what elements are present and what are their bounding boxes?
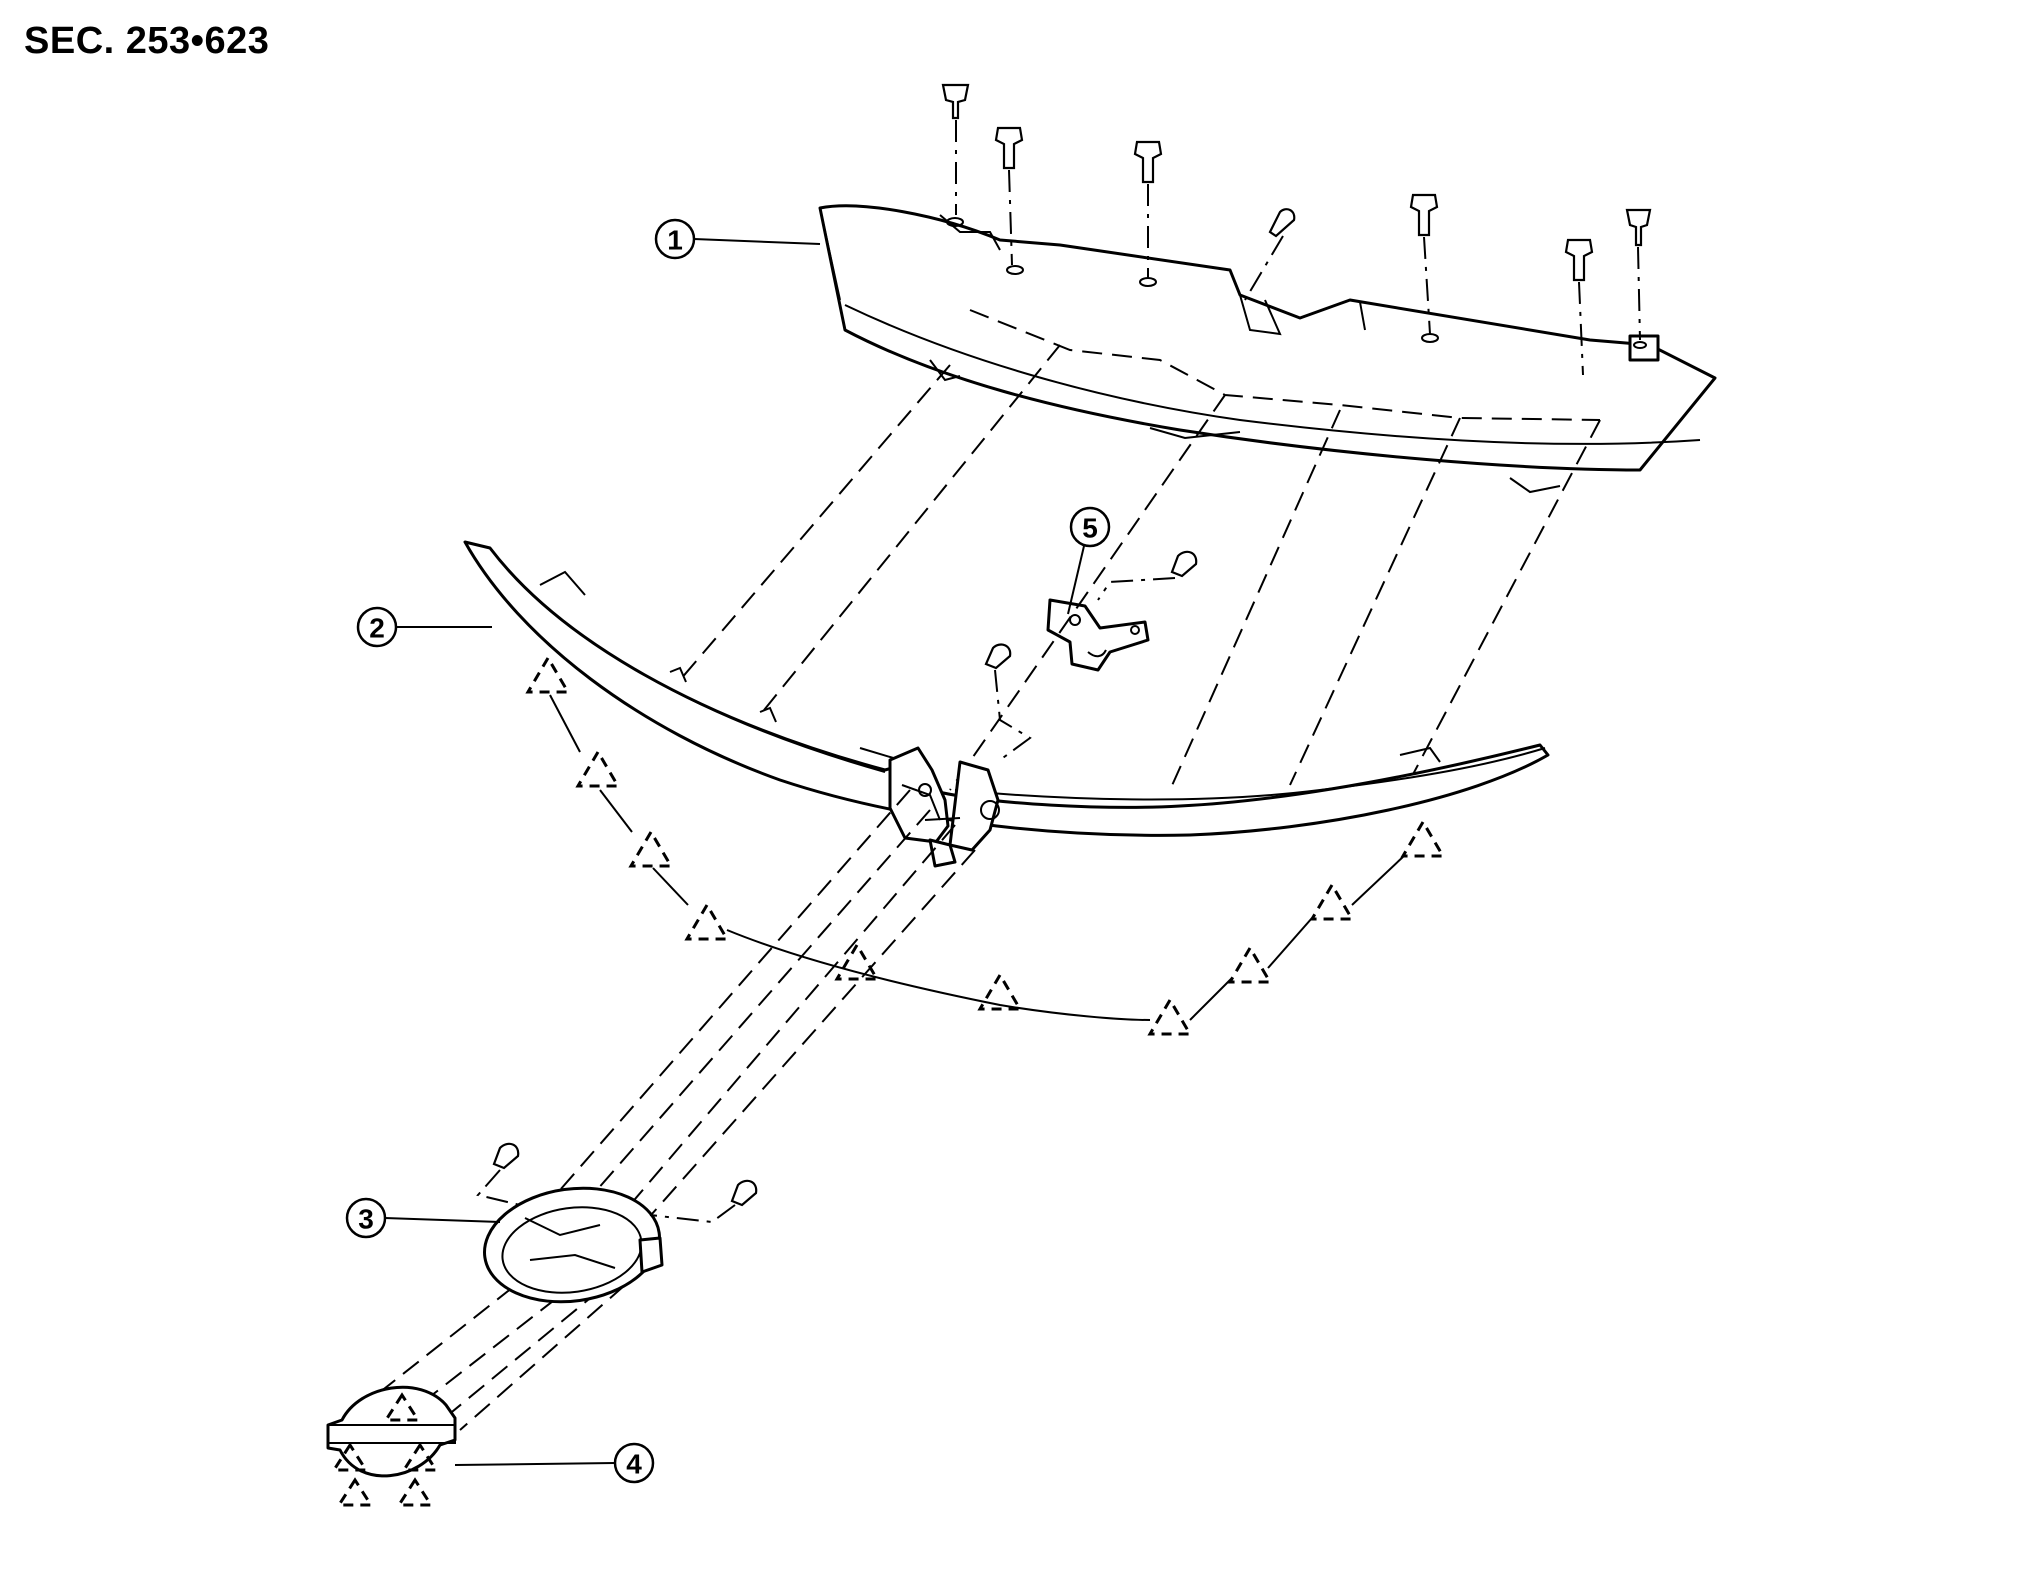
section-title: SEC. 253•623 <box>24 20 270 62</box>
dashed-triangle-icon <box>1400 819 1446 858</box>
screw-icon <box>1170 550 1198 578</box>
dashed-triangle-icon <box>575 749 621 788</box>
leader-line-1 <box>693 238 821 245</box>
bolt-icon <box>994 126 1024 170</box>
dashed-triangle-icon <box>834 942 880 981</box>
dashed-triangle-icon <box>684 902 730 941</box>
dashed-triangle-icon <box>1309 882 1355 921</box>
callout-3-circle <box>345 1197 387 1239</box>
leader-line-4 <box>454 1462 616 1466</box>
dashed-triangle-icon <box>525 655 571 694</box>
clip-icon <box>1625 208 1652 247</box>
callout-1-circle <box>654 218 696 260</box>
part-3-emblem-housing <box>476 1142 758 1304</box>
dashed-triangle-icon <box>383 1392 421 1422</box>
dashed-triangle-icon <box>1147 997 1193 1036</box>
screw-icon <box>1268 208 1296 238</box>
fasteners-upper <box>941 83 1652 376</box>
callout-4: 4 <box>626 1449 642 1480</box>
dashed-triangle-icon <box>1227 945 1273 984</box>
dashed-triangle-icon <box>401 1442 439 1472</box>
dashed-triangle-icon <box>336 1477 374 1507</box>
part-4-emblem <box>326 1385 457 1507</box>
leader-line-3 <box>384 1217 501 1223</box>
projection-lines-2-3-4 <box>369 789 976 1431</box>
dashed-triangle-icon <box>977 972 1023 1011</box>
callout-2: 2 <box>369 613 385 644</box>
dashed-triangle-icon <box>396 1477 434 1507</box>
part-2-lower-grille <box>463 540 1550 868</box>
callout-2-circle <box>356 606 398 648</box>
callout-3: 3 <box>358 1204 374 1235</box>
bolt-icon <box>1409 193 1439 237</box>
bolt-icon <box>1133 140 1163 184</box>
projection-lines-1-2 <box>679 344 1601 791</box>
screw-icon <box>984 643 1012 670</box>
callout-1: 1 <box>667 225 683 256</box>
screw-icon <box>730 1179 758 1207</box>
clip-icon <box>941 83 970 120</box>
callout-5: 5 <box>1082 513 1098 544</box>
leader-line-5 <box>1067 545 1085 615</box>
bolt-icon <box>1564 238 1594 282</box>
callouts: 1 2 3 4 5 <box>345 218 1111 1484</box>
dashed-triangle-icon <box>331 1442 369 1472</box>
screw-icon <box>492 1142 520 1170</box>
clip-markers-part-2 <box>525 655 1446 1036</box>
callout-5-circle <box>1069 506 1111 548</box>
callout-4-circle <box>613 1442 655 1484</box>
part-5-bracket <box>1046 550 1198 672</box>
dashed-triangle-icon <box>628 829 674 868</box>
